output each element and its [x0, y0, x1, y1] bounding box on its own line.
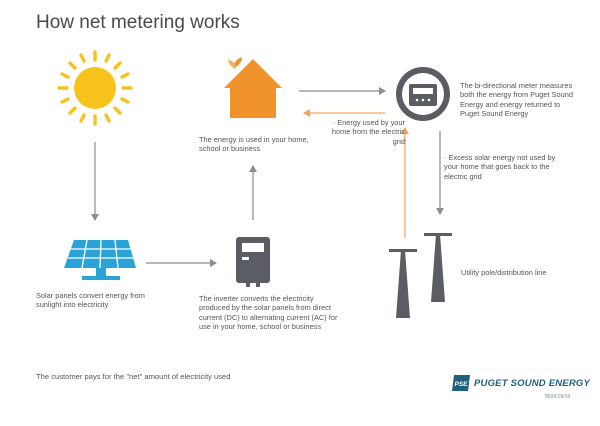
pse-badge-text: PSE: [454, 381, 468, 388]
page-title: How net metering works: [36, 12, 240, 33]
caption-energy-used-text: Energy used by your home from the electr…: [331, 118, 405, 146]
caption-excess-solar: - Excess solar energy not used by your h…: [444, 153, 556, 181]
solar-panel-icon: [64, 239, 136, 280]
dash-marker: -: [332, 118, 336, 127]
document-code: 6509-09/16: [545, 394, 571, 400]
flow-arrows: [91, 87, 444, 267]
meter-icon: [396, 67, 450, 121]
pse-logo-text: PUGET SOUND ENERGY: [474, 377, 591, 389]
caption-excess-solar-text: Excess solar energy not used by your hom…: [444, 153, 556, 181]
house-icon: [224, 57, 282, 118]
sun-icon: [57, 50, 133, 126]
caption-inverter: The inverter converts the electricity pr…: [199, 294, 338, 332]
pse-badge-icon: PSE: [452, 375, 470, 391]
inverter-icon: [236, 237, 270, 287]
pse-logo: PSE PUGET SOUND ENERGY: [451, 373, 590, 393]
footer-note: The customer pays for the "net" amount o…: [36, 372, 231, 381]
caption-meter: The bi-directional meter measures both t…: [460, 81, 573, 119]
utility-pole-icon: [389, 233, 452, 318]
dash-marker: -: [444, 153, 447, 162]
caption-house: The energy is used in your home, school …: [199, 135, 309, 154]
caption-solar-panels: Solar panels convert energy from sunligh…: [36, 291, 145, 310]
caption-energy-used: - Energy used by your home from the elec…: [325, 118, 405, 146]
caption-utility-pole: Utility pole/distribution line: [461, 268, 547, 277]
